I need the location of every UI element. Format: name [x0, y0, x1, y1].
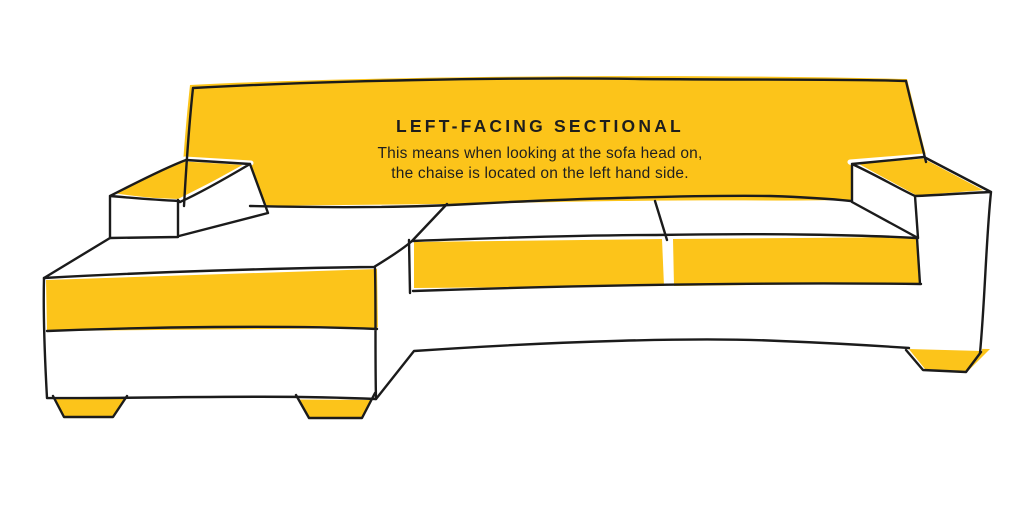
- sofa-ink-outlines: [42, 77, 993, 420]
- right-arm-inner-fill: [851, 163, 918, 238]
- foot-right-fill: [908, 348, 990, 371]
- seat-cushion1-fill: [414, 239, 664, 288]
- chaise-cushion-fill: [46, 269, 378, 331]
- backrest-fill: [181, 76, 928, 208]
- sofa-yellow-fills: [46, 76, 990, 418]
- foot-left-fill: [53, 395, 127, 417]
- left-arm-front-fill: [110, 196, 178, 238]
- seat-cushion2-fill: [673, 237, 919, 286]
- base-front-fill: [46, 192, 990, 400]
